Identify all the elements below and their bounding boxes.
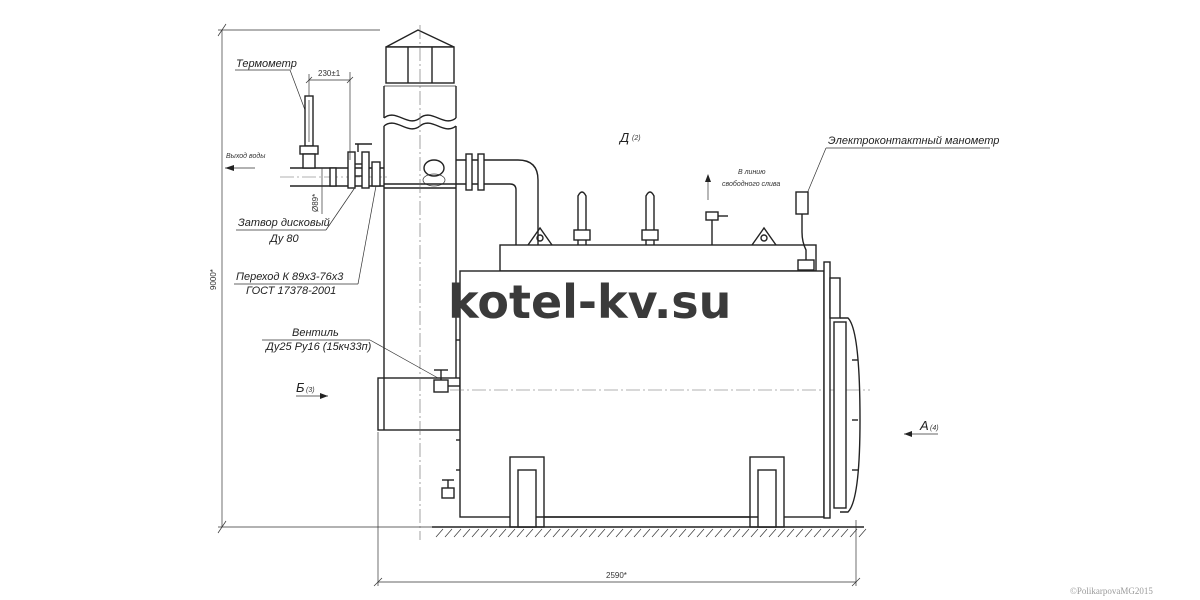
width-dimension-text: 2590* <box>606 571 627 580</box>
view-d-letter: Д <box>618 130 629 145</box>
manometer: Электроконтактный манометр <box>795 135 999 271</box>
transition-callout: Переход К 89х3-76х3 ГОСТ 17378-2001 <box>234 185 377 297</box>
foundation-hatch-stroke <box>615 528 624 538</box>
thermometer-label: Термометр <box>236 58 297 70</box>
water-outlet-label: Выход воды <box>226 152 266 160</box>
foundation-hatch-stroke <box>777 528 786 538</box>
view-marker-d: Д (2) <box>618 130 641 145</box>
foundation-hatch-stroke <box>525 528 534 538</box>
water-outlet-pipe: Выход воды <box>225 143 390 189</box>
foundation-hatch-stroke <box>750 528 759 538</box>
transition-label-line1: Переход К 89х3-76х3 <box>236 271 344 283</box>
foundation-hatch-stroke <box>813 528 822 538</box>
foundation-hatch-stroke <box>732 528 741 538</box>
view-a-sheet: (4) <box>930 425 939 432</box>
foundation-hatch-stroke <box>669 528 678 538</box>
diameter-dimension-text: Ø89* <box>311 194 320 212</box>
foundation-hatch-stroke <box>570 528 579 538</box>
view-d-sheet: (2) <box>632 135 641 142</box>
foundation-hatch-stroke <box>462 528 471 538</box>
foundation-hatch-stroke <box>696 528 705 538</box>
foundation-hatch-stroke <box>552 528 561 538</box>
view-a-letter: А <box>919 418 929 433</box>
top-fittings: В линию свободного слива <box>573 169 780 245</box>
foundation-hatch-stroke <box>516 528 525 538</box>
manometer-label: Электроконтактный манометр <box>828 135 999 147</box>
foundation-hatch-stroke <box>705 528 714 538</box>
transition-label-line2: ГОСТ 17378-2001 <box>246 285 336 297</box>
foundation-hatch-stroke <box>498 528 507 538</box>
valve-label-line1: Вентиль <box>292 327 339 339</box>
foundation-hatch-stroke <box>453 528 462 538</box>
foundation-hatch-stroke <box>804 528 813 538</box>
foundation-hatch-stroke <box>480 528 489 538</box>
offset-dimension-text: 230±1 <box>318 69 341 78</box>
foundation-hatch-stroke <box>489 528 498 538</box>
foundation-hatch-stroke <box>435 528 444 538</box>
foundation-hatch-stroke <box>768 528 777 538</box>
valve-callout: Вентиль Ду25 Ру16 (15кч33п) <box>262 327 462 393</box>
disc-valve-callout: Затвор дисковый Ду 80 <box>236 185 357 245</box>
foundation-hatch-stroke <box>831 528 840 538</box>
foundation-hatch-stroke <box>714 528 723 538</box>
foundation-hatch-stroke <box>741 528 750 538</box>
drain-label-line2: свободного слива <box>722 180 780 188</box>
foundation-hatch-stroke <box>687 528 696 538</box>
foundation-hatch-stroke <box>651 528 660 538</box>
foundation-hatch-stroke <box>660 528 669 538</box>
foundation-hatch-stroke <box>624 528 633 538</box>
copyright: ©PolikarpovaMG2015 <box>1070 586 1153 596</box>
height-dimension-text: 9000* <box>209 269 218 290</box>
view-marker-a: А (4) <box>904 418 939 437</box>
drain-label-line1: В линию <box>738 169 766 176</box>
foundation-hatch-stroke <box>786 528 795 538</box>
foundation-hatch-stroke <box>507 528 516 538</box>
foundation-hatch-stroke <box>606 528 615 538</box>
foundation-hatch-stroke <box>642 528 651 538</box>
view-marker-b: Б (3) <box>296 380 328 399</box>
width-dimension: 2590* <box>373 432 861 587</box>
foundation-hatch-stroke <box>579 528 588 538</box>
foundation-hatch-stroke <box>822 528 831 538</box>
foundation-hatch-stroke <box>444 528 453 538</box>
foundation-hatch-stroke <box>561 528 570 538</box>
boiler-body <box>441 226 870 528</box>
disc-valve-label-line1: Затвор дисковый <box>238 217 330 229</box>
foundation-hatch-stroke <box>471 528 480 538</box>
foundation-hatch-stroke <box>543 528 552 538</box>
foundation-hatch-stroke <box>723 528 732 538</box>
thermometer: Термометр 230±1 <box>235 58 354 169</box>
disc-valve-label-line2: Ду 80 <box>268 233 300 245</box>
chimney <box>377 25 461 540</box>
foundation-hatch-stroke <box>795 528 804 538</box>
foundation-hatch-stroke <box>534 528 543 538</box>
view-b-sheet: (3) <box>306 387 315 394</box>
foundation-hatch-stroke <box>678 528 687 538</box>
front-door <box>823 261 861 519</box>
foundation-hatch-stroke <box>588 528 597 538</box>
foundation <box>432 526 867 538</box>
foundation-hatch-stroke <box>840 528 849 538</box>
height-dimension: 9000* <box>209 23 435 534</box>
foundation-hatch-stroke <box>759 528 768 538</box>
foundation-hatch-stroke <box>597 528 606 538</box>
watermark: kotel-kv.su <box>448 275 731 329</box>
foundation-hatch-stroke <box>633 528 642 538</box>
flue-connection-pipe <box>456 153 539 245</box>
valve-label-line2: Ду25 Ру16 (15кч33п) <box>264 341 372 353</box>
view-b-letter: Б <box>296 380 305 395</box>
foundation-hatch-stroke <box>858 528 867 538</box>
